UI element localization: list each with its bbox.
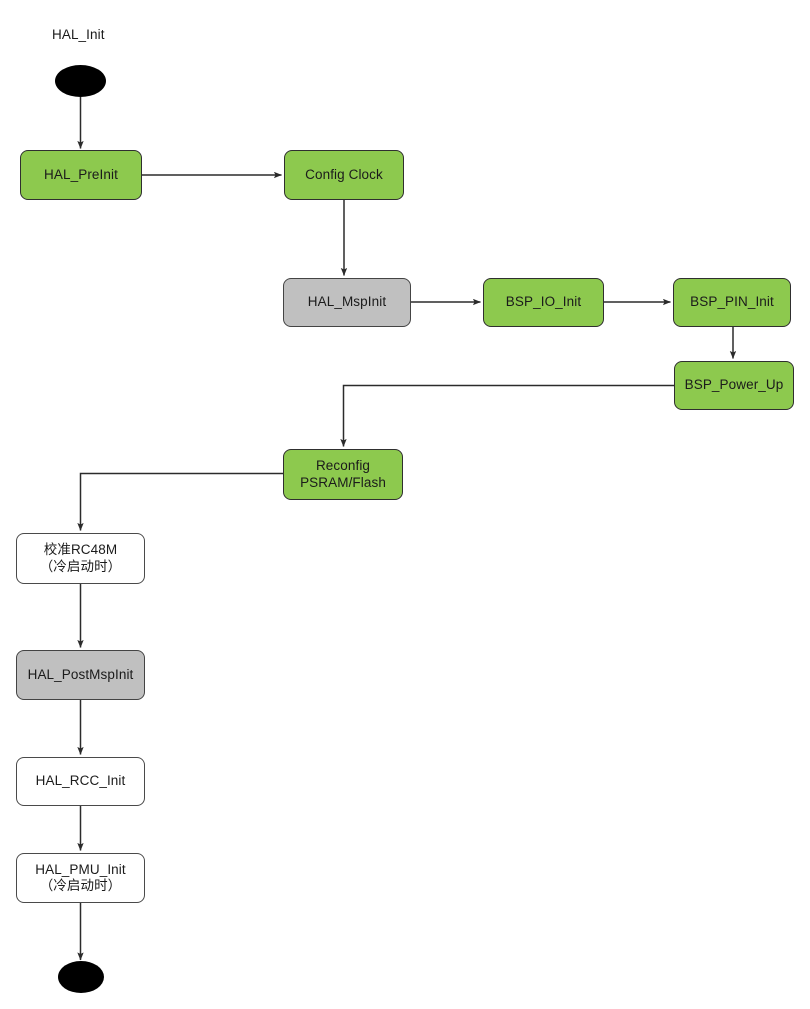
diagram-title-label: HAL_Init xyxy=(52,27,105,42)
node-hal-mspinit[interactable]: HAL_MspInit xyxy=(283,278,411,327)
node-reconfig-psram-flash[interactable]: Reconfig PSRAM/Flash xyxy=(283,449,403,500)
end-terminator[interactable] xyxy=(58,961,104,993)
edge-bsp-power-up-to-reconfig xyxy=(340,384,674,447)
node-bsp-io-init[interactable]: BSP_IO_Init xyxy=(483,278,604,327)
edge-reconfig-to-cal-rc48m xyxy=(77,472,283,531)
start-terminator[interactable] xyxy=(55,65,106,97)
node-hal-preinit[interactable]: HAL_PreInit xyxy=(20,150,142,200)
node-calibrate-rc48m[interactable]: 校准RC48M （冷启动时） xyxy=(16,533,145,584)
node-config-clock[interactable]: Config Clock xyxy=(284,150,404,200)
node-hal-rcc-init[interactable]: HAL_RCC_Init xyxy=(16,757,145,806)
node-bsp-pin-init[interactable]: BSP_PIN_Init xyxy=(673,278,791,327)
node-hal-postmspinit[interactable]: HAL_PostMspInit xyxy=(16,650,145,700)
node-hal-pmu-init[interactable]: HAL_PMU_Init （冷启动时） xyxy=(16,853,145,903)
node-bsp-power-up[interactable]: BSP_Power_Up xyxy=(674,361,794,410)
